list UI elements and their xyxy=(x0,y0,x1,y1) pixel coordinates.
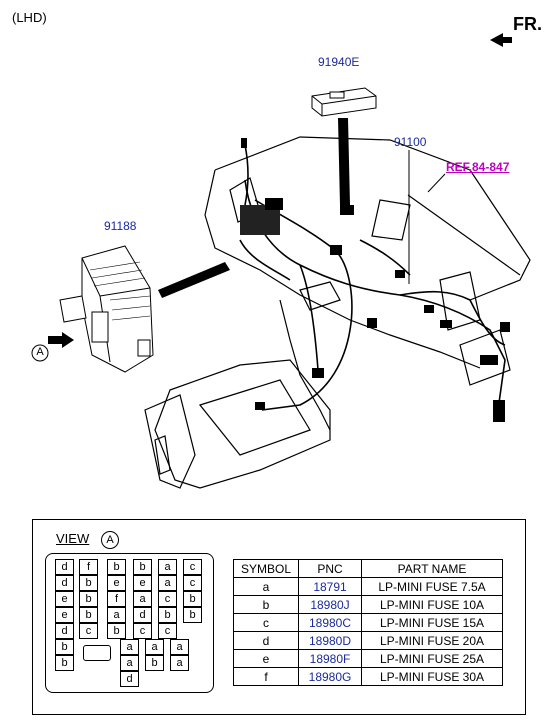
legend-part-name: LP-MINI FUSE 10A xyxy=(361,595,503,614)
fuse-cell: a xyxy=(120,639,139,655)
header-part-name: PART NAME xyxy=(361,559,503,578)
fuse-cell: b xyxy=(183,607,202,623)
fuse-cell: f xyxy=(79,559,98,575)
legend-part-name: LP-MINI FUSE 7.5A xyxy=(361,577,503,596)
fuse-cell: b xyxy=(79,591,98,607)
fuse-cell: b xyxy=(55,655,74,671)
fuse-cell: b xyxy=(107,623,126,639)
leader-module xyxy=(338,118,350,205)
view-title: VIEW xyxy=(56,531,90,546)
dashboard-outline xyxy=(144,136,531,489)
relay-slot xyxy=(83,645,111,661)
legend-row: c 18980C LP-MINI FUSE 15A xyxy=(233,613,503,632)
legend-symbol: a xyxy=(233,577,299,596)
legend-row: b 18980J LP-MINI FUSE 10A xyxy=(233,595,503,614)
legend-part-name: LP-MINI FUSE 25A xyxy=(361,649,503,668)
fuse-cell: d xyxy=(55,559,74,575)
module-91940e-drawing xyxy=(311,87,377,117)
view-title-marker: A xyxy=(101,531,119,549)
fuse-cell: d xyxy=(55,575,74,591)
fuse-grid: d f b b a c d b e e a c e b f a c b e b … xyxy=(45,553,214,693)
fuse-cell: e xyxy=(55,607,74,623)
fuse-cell: b xyxy=(79,607,98,623)
legend-pnc[interactable]: 18980F xyxy=(298,649,362,668)
legend-pnc[interactable]: 18980C xyxy=(298,613,362,632)
view-a-arrow-icon xyxy=(48,332,74,348)
legend-header-row: SYMBOL PNC PART NAME xyxy=(233,559,503,578)
fuse-cell: a xyxy=(107,607,126,623)
legend-pnc[interactable]: 18980D xyxy=(298,631,362,650)
fuse-cell: b xyxy=(79,575,98,591)
fuse-cell: a xyxy=(158,575,177,591)
fuse-cell: b xyxy=(183,591,202,607)
fuse-cell: d xyxy=(120,671,139,687)
reference-link[interactable]: REF.84-847 xyxy=(446,160,510,174)
legend-symbol: b xyxy=(233,595,299,614)
legend-symbol: e xyxy=(233,649,299,668)
leader-junction-box xyxy=(158,262,230,298)
fuse-cell: e xyxy=(133,575,152,591)
view-a-marker-circle xyxy=(31,344,49,362)
fuse-cell: d xyxy=(133,607,152,623)
fuse-legend-table: SYMBOL PNC PART NAME a 18791 LP-MINI FUS… xyxy=(233,559,503,686)
legend-part-name: LP-MINI FUSE 15A xyxy=(361,613,503,632)
wiring-harness xyxy=(239,144,506,411)
legend-symbol: c xyxy=(233,613,299,632)
junction-box-drawing xyxy=(59,245,154,373)
fuse-cell: c xyxy=(183,575,202,591)
legend-part-name: LP-MINI FUSE 20A xyxy=(361,631,503,650)
fuse-cell: a xyxy=(120,655,139,671)
fuse-cell: c xyxy=(183,559,202,575)
fuse-cell: b xyxy=(55,639,74,655)
legend-row: a 18791 LP-MINI FUSE 7.5A xyxy=(233,577,503,596)
legend-symbol: d xyxy=(233,631,299,650)
legend-pnc[interactable]: 18791 xyxy=(298,577,362,596)
fuse-cell: a xyxy=(158,559,177,575)
legend-pnc[interactable]: 18980G xyxy=(298,667,362,686)
fuse-cell: e xyxy=(55,591,74,607)
legend-symbol: f xyxy=(233,667,299,686)
part-number-91188[interactable]: 91188 xyxy=(104,219,137,233)
fuse-cell: a xyxy=(170,639,189,655)
fuse-cell: b xyxy=(145,655,164,671)
part-number-91940e[interactable]: 91940E xyxy=(318,55,360,69)
fuse-cell: b xyxy=(133,559,152,575)
fuse-cell: c xyxy=(133,623,152,639)
fuse-cell: e xyxy=(107,575,126,591)
legend-row: d 18980D LP-MINI FUSE 20A xyxy=(233,631,503,650)
fuse-cell: a xyxy=(133,591,152,607)
harness-connectors xyxy=(240,138,510,422)
fuse-detail-panel xyxy=(32,519,526,715)
fuse-cell: b xyxy=(107,559,126,575)
leader-ref xyxy=(427,173,446,193)
fuse-cell: c xyxy=(79,623,98,639)
legend-pnc[interactable]: 18980J xyxy=(298,595,362,614)
variant-label: (LHD) xyxy=(12,10,47,25)
legend-row: f 18980G LP-MINI FUSE 30A xyxy=(233,667,503,686)
header-pnc: PNC xyxy=(298,559,362,578)
legend-row: e 18980F LP-MINI FUSE 25A xyxy=(233,649,503,668)
fuse-cell: d xyxy=(55,623,74,639)
fuse-cell: c xyxy=(158,591,177,607)
fuse-cell: a xyxy=(170,655,189,671)
view-a-marker-label: A xyxy=(36,346,44,358)
fuse-cell: a xyxy=(145,639,164,655)
part-number-91100[interactable]: 91100 xyxy=(394,135,427,149)
header-symbol: SYMBOL xyxy=(233,559,299,578)
front-direction-label: FR. xyxy=(513,14,542,34)
fuse-cell: f xyxy=(107,591,126,607)
front-arrow-icon xyxy=(490,33,512,47)
fuse-cell: b xyxy=(158,607,177,623)
fuse-cell: c xyxy=(158,623,177,639)
legend-part-name: LP-MINI FUSE 30A xyxy=(361,667,503,686)
dashboard-wiring-illustration xyxy=(31,33,531,489)
